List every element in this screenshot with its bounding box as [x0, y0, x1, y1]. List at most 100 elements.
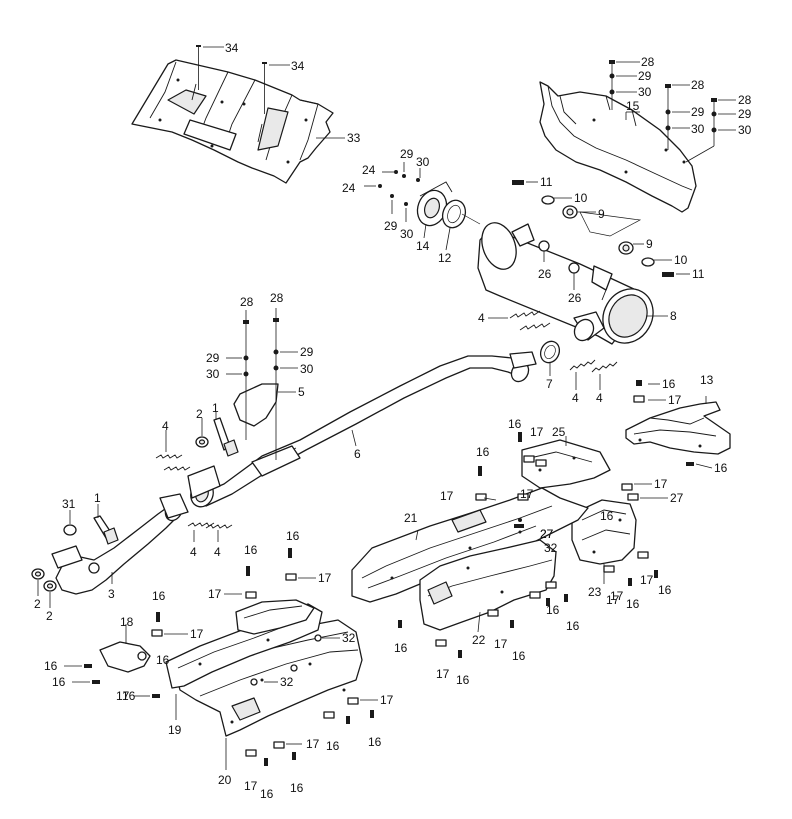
nuts-lower: [31, 568, 57, 608]
callout: 16: [456, 673, 470, 687]
callout: 11: [692, 267, 705, 281]
muffler-heat-shield-part: [539, 81, 697, 213]
callout: 25: [552, 425, 566, 439]
gasket-part-12: [441, 199, 467, 251]
heat-shield-part-21: [351, 487, 589, 603]
callout: 24: [342, 181, 356, 195]
callout: 28: [240, 295, 254, 309]
clip-fasteners: [84, 380, 694, 766]
callout: 17: [244, 779, 258, 793]
fastener-stack-e: [245, 308, 298, 460]
flange-fasteners: [364, 162, 421, 222]
callout: 28: [270, 291, 284, 305]
callout: 16: [152, 589, 166, 603]
callout: 10: [674, 253, 688, 267]
callout: 4: [162, 419, 169, 433]
callout: 27: [540, 527, 554, 541]
fastener-stack-c: [685, 98, 736, 163]
callout: 16: [566, 619, 580, 633]
pipe-heat-shield-part-5: [233, 383, 296, 427]
callout: 1: [94, 491, 101, 505]
callout: 27: [670, 491, 684, 505]
callout: 16: [286, 529, 300, 543]
fastener-stack-a: [609, 60, 640, 110]
callout: 29: [300, 345, 314, 359]
spring-clamp-left-upper: [155, 430, 191, 471]
callout: 17: [306, 737, 320, 751]
oxygen-sensor-lower: [93, 504, 119, 545]
callout: 19: [168, 723, 182, 737]
callout: 17: [436, 667, 450, 681]
callout: 12: [438, 251, 452, 265]
callout: 17: [440, 489, 454, 503]
callout: 34: [225, 41, 239, 55]
callout: 10: [574, 191, 588, 205]
callout: 9: [646, 237, 653, 251]
callout: 17: [380, 693, 394, 707]
callout: 13: [700, 373, 714, 387]
callout: 11: [540, 175, 553, 189]
bolt-34-right: [262, 62, 290, 114]
callout: 16: [508, 417, 522, 431]
callout: 3: [108, 587, 115, 601]
callout: 16: [368, 735, 382, 749]
callout: 17: [530, 425, 544, 439]
callout: 16: [512, 649, 526, 663]
callout: 16: [714, 461, 728, 475]
callout: 24: [362, 163, 376, 177]
callout: 34: [291, 59, 305, 73]
skid-plate-part: [131, 59, 334, 184]
nut-upper: [195, 418, 209, 448]
callout: 16: [326, 739, 340, 753]
front-pipe-part: [51, 493, 189, 595]
callout: 30: [738, 123, 752, 137]
callout: 16: [122, 689, 136, 703]
callout: 6: [354, 447, 361, 461]
heat-shield-part-13: [625, 396, 731, 455]
callout: 16: [394, 641, 408, 655]
callout: 29: [738, 107, 752, 121]
callout: 17: [208, 587, 222, 601]
callout: 30: [638, 85, 652, 99]
gasket-part-31: [63, 510, 77, 536]
callout: 4: [596, 391, 603, 405]
callout: 15: [626, 99, 640, 113]
callout: 16: [44, 659, 58, 673]
gasket-part-7: [539, 340, 561, 376]
muffler-mounting-hardware: [512, 180, 690, 290]
callout: 30: [691, 122, 705, 136]
callout: 17: [318, 571, 332, 585]
callout: 17: [190, 627, 204, 641]
callout: 5: [298, 385, 305, 399]
callout: 16: [290, 781, 304, 795]
callout: 1: [212, 401, 219, 415]
callout: 4: [190, 545, 197, 559]
callout: 17: [668, 393, 682, 407]
callout: 17: [520, 487, 534, 501]
callout-labels: 34 34 33 28 29 30 28 29 30 28 29 30 15 2…: [34, 41, 752, 801]
bolt-34-left: [196, 45, 224, 90]
callout: 30: [400, 227, 414, 241]
callout: 4: [572, 391, 579, 405]
callout: 32: [544, 541, 558, 555]
callout: 4: [214, 545, 221, 559]
callout: 2: [34, 597, 41, 611]
callout: 17: [494, 637, 508, 651]
callout: 32: [280, 675, 294, 689]
fastener-stack-b: [665, 84, 690, 150]
callout: 18: [120, 615, 134, 629]
callout: 29: [691, 105, 705, 119]
callout: 30: [206, 367, 220, 381]
oxygen-sensor-upper: [213, 412, 239, 457]
callout: 20: [218, 773, 232, 787]
callout: 23: [588, 585, 602, 599]
callout: 7: [546, 377, 553, 391]
callout: 32: [342, 631, 356, 645]
callout: 22: [472, 633, 486, 647]
heat-shield-upper-left: [235, 599, 315, 635]
spring-clamp-right: [569, 359, 618, 390]
flange-part-14: [416, 181, 453, 239]
callout: 16: [156, 653, 170, 667]
callout: 28: [691, 78, 705, 92]
